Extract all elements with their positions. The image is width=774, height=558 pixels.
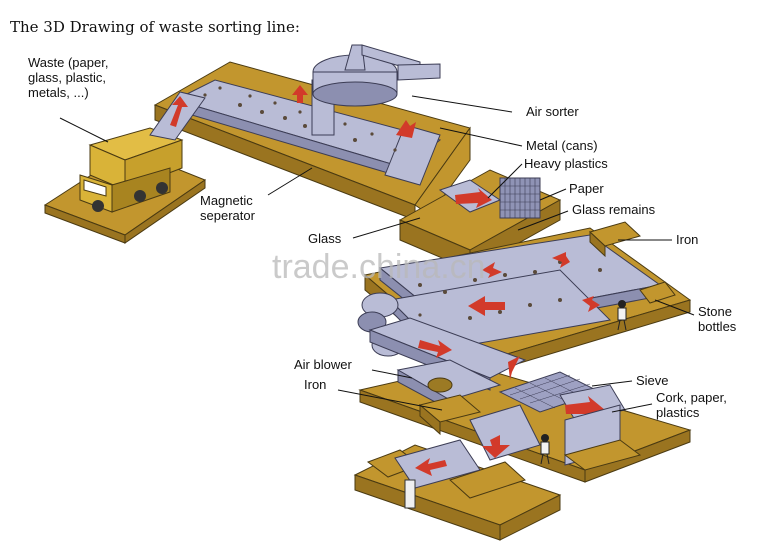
label-iron-top: Iron	[676, 232, 698, 247]
air-sorter-unit	[311, 44, 441, 136]
leader-lines	[59, 95, 695, 413]
label-waste-line-1: Waste (paper,	[28, 55, 108, 70]
upper-conveyor	[149, 79, 442, 186]
label-cork-line-1: Cork, paper,	[656, 390, 727, 405]
label-waste-line-2: glass, plastic,	[28, 70, 106, 85]
label-iron-bottom: Iron	[304, 377, 326, 392]
label-stone-line-2: bottles	[698, 319, 737, 334]
upper-arrows	[170, 85, 416, 138]
truck	[79, 127, 184, 213]
bottom-platform	[353, 439, 562, 541]
label-magnetic-line-1: Magnetic	[200, 193, 253, 208]
lower-conveyor	[368, 317, 527, 436]
middle-conveyors	[378, 234, 662, 362]
worker-top	[617, 300, 627, 331]
worker-bottom	[540, 434, 550, 465]
label-air-blower: Air blower	[294, 357, 352, 372]
label-glass-remains: Glass remains	[572, 202, 656, 217]
label-stone-line-1: Stone	[698, 304, 732, 319]
label-metal: Metal (cans)	[526, 138, 598, 153]
label-heavy-plastics: Heavy plastics	[524, 156, 608, 171]
label-air-sorter: Air sorter	[526, 104, 579, 119]
lower-chute	[469, 404, 642, 471]
labels: Waste (paper, glass, plastic, metals, ..…	[28, 55, 737, 420]
label-paper: Paper	[569, 181, 604, 196]
label-sieve: Sieve	[636, 373, 669, 388]
label-waste-line-3: metals, ...)	[28, 85, 89, 100]
label-glass: Glass	[308, 231, 342, 246]
diagram-title: The 3D Drawing of waste sorting line:	[10, 18, 300, 36]
label-magnetic-line-2: seperator	[200, 208, 256, 223]
middle-hoppers	[589, 221, 676, 304]
watermark: trade.china.cn	[272, 248, 486, 286]
label-cork-line-2: plastics	[656, 405, 700, 420]
